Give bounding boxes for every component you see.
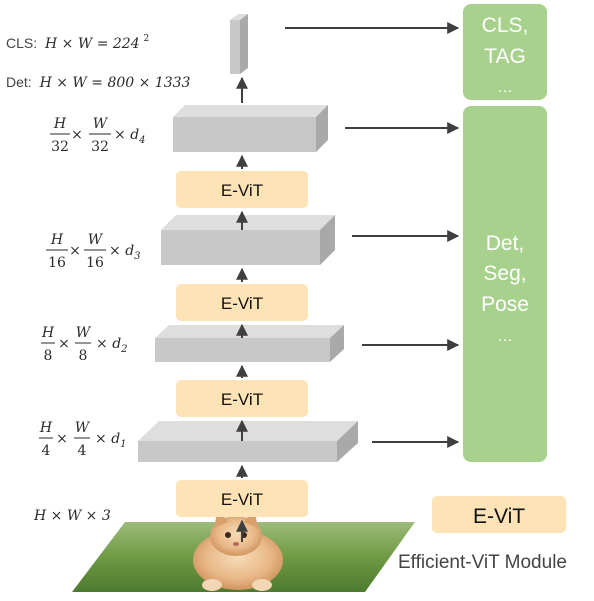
output-cls-box: CLS, TAG … <box>463 4 547 100</box>
stage-2-num-h: H <box>41 325 55 341</box>
evit-block-1: E-ViT <box>176 480 308 517</box>
input-image <box>72 508 415 592</box>
stage-2-channel-sub: 2 <box>120 344 127 355</box>
stage-4-num-w: W <box>93 116 109 132</box>
svg-text:CLS: H × W = 224 2: CLS: H × W = 224 2 <box>6 34 149 52</box>
output-dense-line: Det, <box>486 232 525 255</box>
stage-2-channel: d <box>112 336 121 352</box>
svg-text:× d3: × d3 <box>109 243 141 262</box>
legend-block-label: E-ViT <box>473 505 525 528</box>
stage-4-den-w: 32 <box>91 139 109 155</box>
stage-3-num-w: W <box>88 232 104 248</box>
feature-map-stage-3 <box>161 215 335 265</box>
det-expression: H × W = 800 × 1333 <box>39 75 191 91</box>
cls-exponent: 2 <box>144 34 150 44</box>
stage-3-channel-sub: 3 <box>134 251 140 262</box>
stage-4-channel-sub: 4 <box>138 135 145 146</box>
stage-2-num-w: W <box>76 325 92 341</box>
stage-2-den-w: 8 <box>79 348 88 364</box>
svg-text:× d2: × d2 <box>96 336 128 355</box>
stage-1-channel: d <box>111 431 120 447</box>
det-prefix: Det: <box>6 74 32 90</box>
cls-expression: H × W = 224 <box>44 36 140 52</box>
legend-block-swatch <box>432 496 566 533</box>
svg-text:× d4: × d4 <box>114 127 146 146</box>
svg-text:Det: H × W = 800 × 1333: Det: H × W = 800 × 1333 <box>6 74 191 91</box>
stage-2-den-h: 8 <box>44 348 53 364</box>
legend: E-ViT Efficient-ViT Module <box>398 496 567 573</box>
stage-4-num-h: H <box>53 116 67 132</box>
resolution-note-cls: CLS: H × W = 224 2 <box>6 34 149 52</box>
svg-text:×: × <box>58 336 70 352</box>
stage-1-num-h: H <box>39 420 53 436</box>
kitten-photo-icon <box>193 508 283 591</box>
resolution-note-det: Det: H × W = 800 × 1333 <box>6 74 191 91</box>
stage-1-den-h: 4 <box>42 443 51 459</box>
svg-text:×: × <box>56 431 68 447</box>
stage-4-den-h: 32 <box>51 139 69 155</box>
stage-1-num-w: W <box>75 420 91 436</box>
evit-block-label: E-ViT <box>221 390 263 409</box>
evit-block-label: E-ViT <box>221 490 263 509</box>
stage-1-dimension-label: H 4 × W 4 × d1 <box>39 420 127 459</box>
stage-3-dimension-label: H 16 × W 16 × d3 <box>46 232 141 271</box>
output-dense-box: Det, Seg, Pose … <box>463 106 547 462</box>
svg-text:×: × <box>71 127 83 143</box>
output-dense-line: … <box>497 328 513 345</box>
horizontal-arrows <box>285 22 460 448</box>
output-dense-line: Pose <box>481 293 529 316</box>
feature-map-pooled <box>230 14 248 74</box>
output-cls-line: CLS, <box>482 14 529 37</box>
stage-4-channel: d <box>130 127 139 143</box>
stage-3-channel: d <box>125 243 134 259</box>
feature-map-stage-1 <box>138 421 358 462</box>
stage-3-num-h: H <box>50 232 64 248</box>
output-dense-line: Seg, <box>483 262 526 285</box>
stage-1-channel-sub: 1 <box>120 439 126 450</box>
stage-3-den-w: 16 <box>86 255 104 271</box>
input-dimension-label: H × W × 3 <box>33 508 111 524</box>
svg-text:×: × <box>69 243 81 259</box>
cls-prefix: CLS: <box>6 35 37 51</box>
legend-caption: Efficient-ViT Module <box>398 552 567 573</box>
evit-block-label: E-ViT <box>221 181 263 200</box>
svg-text:× d1: × d1 <box>95 431 127 450</box>
feature-map-stage-2 <box>155 325 344 362</box>
stage-4-dimension-label: H 32 × W 32 × d4 <box>50 116 146 155</box>
stage-2-dimension-label: H 8 × W 8 × d2 <box>41 325 128 364</box>
output-cls-line: TAG <box>484 45 526 68</box>
feature-map-stage-4 <box>173 105 328 152</box>
evit-block-2: E-ViT <box>176 380 308 417</box>
stage-3-den-h: 16 <box>48 255 66 271</box>
evit-block-label: E-ViT <box>221 294 263 313</box>
output-cls-line: … <box>497 79 513 96</box>
evit-block-4: E-ViT <box>176 171 308 208</box>
stage-1-den-w: 4 <box>78 443 87 459</box>
evit-block-3: E-ViT <box>176 284 308 321</box>
